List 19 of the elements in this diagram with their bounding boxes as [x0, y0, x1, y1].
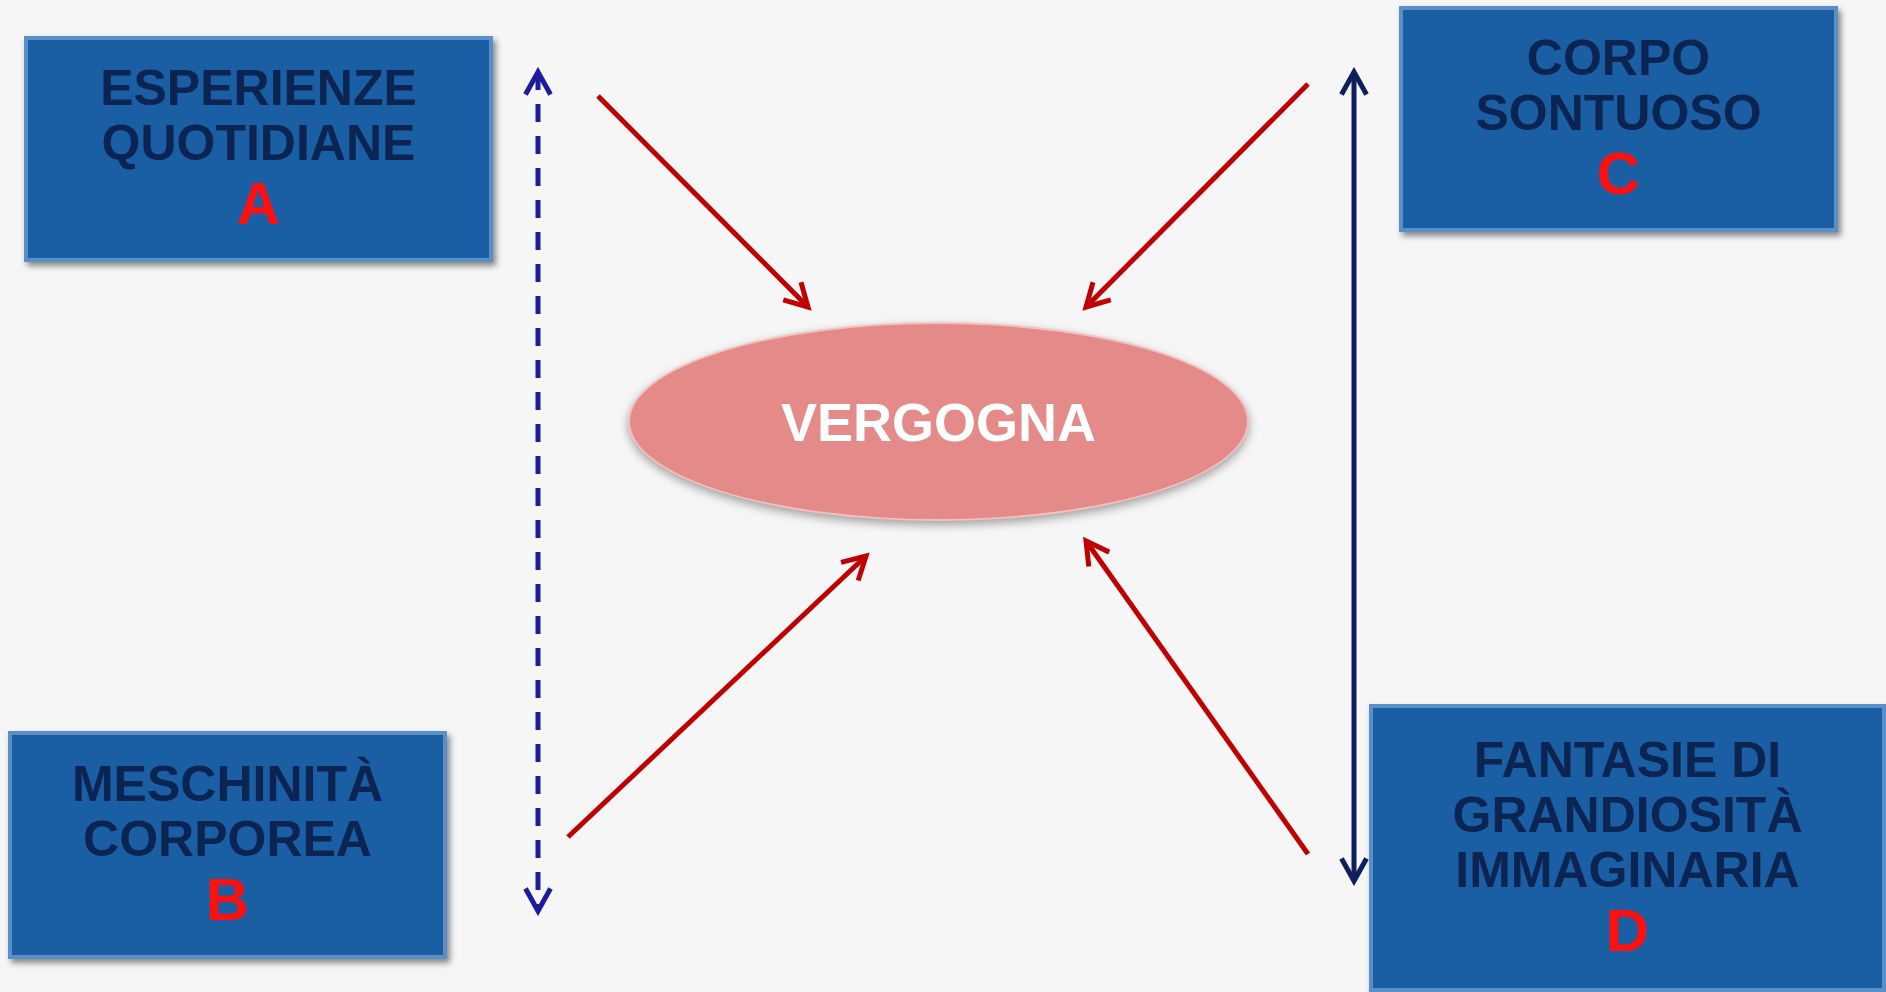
- box-title: FANTASIE DI GRANDIOSITÀ IMMAGINARIA: [1451, 732, 1804, 898]
- process-box: [1369, 704, 1886, 992]
- arrow: [1339, 69, 1369, 884]
- box-title: ESPERIENZE QUOTIDIANE: [99, 61, 418, 171]
- box-letter: A: [236, 171, 281, 237]
- box-title: CORPO SONTUOSO: [1474, 31, 1763, 141]
- box-letter: C: [1596, 141, 1641, 207]
- process-box: [24, 36, 493, 262]
- box-title: MESCHINITÀ CORPOREA: [70, 757, 385, 867]
- process-box: [1399, 6, 1838, 232]
- box-letter: B: [205, 867, 250, 933]
- arrow: [1083, 538, 1311, 856]
- process-box: [8, 731, 447, 959]
- node-label: VERGOGNA: [780, 394, 1096, 449]
- arrow: [596, 94, 811, 310]
- arrow: [566, 553, 869, 839]
- arrow: [1083, 82, 1310, 310]
- arrow: [523, 69, 553, 914]
- box-letter: D: [1605, 897, 1650, 964]
